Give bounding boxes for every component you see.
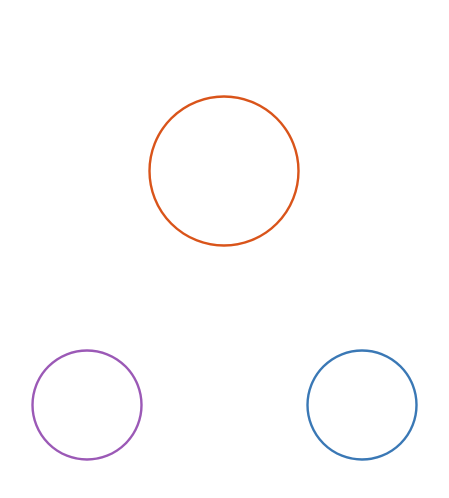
bottom-right-circle <box>306 349 418 461</box>
bottom-left-circle <box>31 349 143 461</box>
top-circle <box>148 95 300 247</box>
